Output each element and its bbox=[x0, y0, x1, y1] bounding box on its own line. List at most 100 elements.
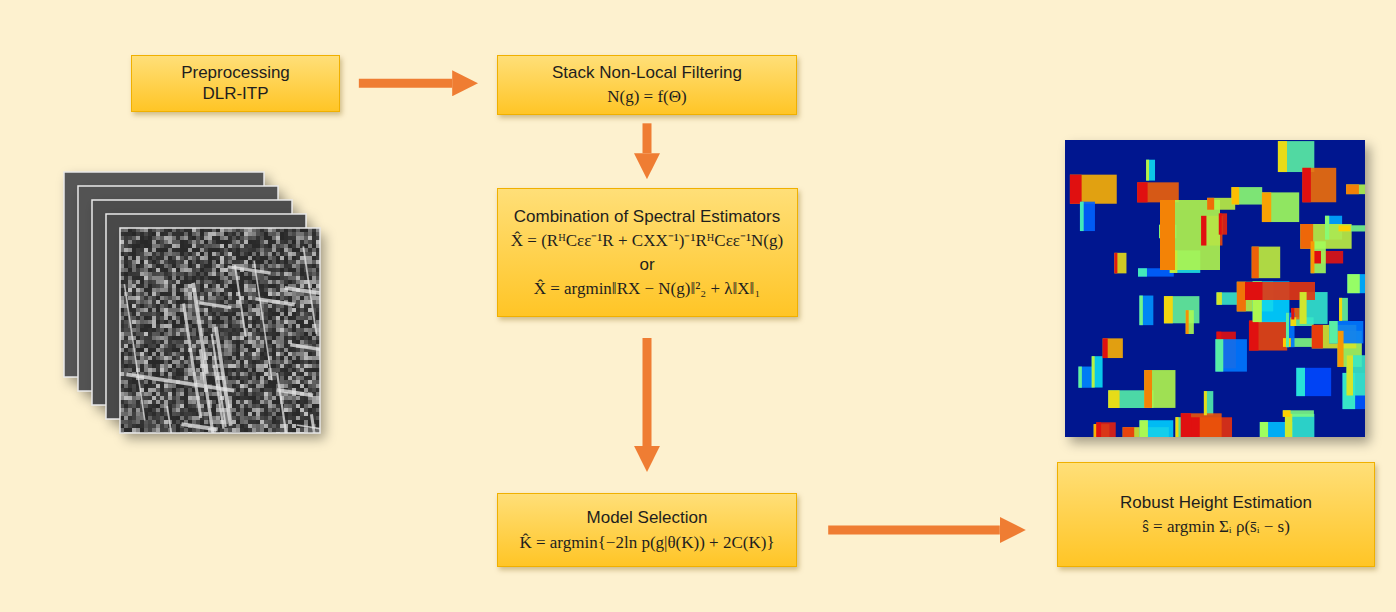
sar-pixel bbox=[220, 272, 224, 276]
sar-pixel bbox=[164, 384, 168, 388]
sar-pixel bbox=[176, 360, 180, 364]
sar-pixel bbox=[264, 276, 268, 280]
sar-pixel bbox=[156, 316, 160, 320]
sar-pixel bbox=[240, 328, 244, 332]
sar-pixel bbox=[184, 408, 188, 412]
sar-pixel bbox=[132, 412, 136, 416]
sar-pixel bbox=[228, 372, 232, 376]
sar-pixel bbox=[220, 320, 224, 324]
sar-pixel bbox=[172, 288, 176, 292]
sar-pixel bbox=[152, 332, 156, 336]
sar-pixel bbox=[164, 248, 168, 252]
sar-pixel bbox=[136, 284, 140, 288]
sar-pixel bbox=[244, 400, 248, 404]
sar-pixel bbox=[152, 280, 156, 284]
sar-pixel bbox=[140, 424, 144, 428]
sar-pixel bbox=[260, 292, 264, 296]
sar-pixel bbox=[168, 284, 172, 288]
sar-pixel bbox=[272, 256, 276, 260]
sar-pixel bbox=[272, 280, 276, 284]
sar-pixel bbox=[212, 400, 216, 404]
sar-pixel bbox=[248, 316, 252, 320]
sar-pixel bbox=[180, 276, 184, 280]
sar-pixel bbox=[192, 412, 196, 416]
sar-pixel bbox=[240, 424, 244, 428]
sar-pixel bbox=[216, 244, 220, 248]
sar-pixel bbox=[152, 232, 156, 236]
sar-pixel bbox=[220, 264, 224, 268]
sar-pixel bbox=[264, 240, 268, 244]
sar-pixel bbox=[172, 296, 176, 300]
sar-pixel bbox=[160, 372, 164, 376]
sar-pixel bbox=[152, 400, 156, 404]
sar-pixel bbox=[264, 404, 268, 408]
sar-pixel bbox=[168, 404, 172, 408]
sar-pixel bbox=[168, 352, 172, 356]
sar-pixel bbox=[216, 232, 220, 236]
sar-pixel bbox=[268, 276, 272, 280]
sar-pixel bbox=[184, 260, 188, 264]
sar-pixel bbox=[264, 368, 268, 372]
sar-pixel bbox=[216, 236, 220, 240]
sar-pixel bbox=[228, 320, 232, 324]
sar-pixel bbox=[136, 252, 140, 256]
sar-pixel bbox=[140, 364, 144, 368]
sar-pixel bbox=[268, 264, 272, 268]
sar-pixel bbox=[124, 344, 128, 348]
sar-pixel bbox=[124, 412, 128, 416]
sar-pixel bbox=[220, 292, 224, 296]
sar-pixel bbox=[268, 304, 272, 308]
sar-pixel bbox=[200, 268, 204, 272]
sar-pixel bbox=[188, 256, 192, 260]
sar-pixel bbox=[152, 388, 156, 392]
sar-pixel bbox=[264, 396, 268, 400]
sar-pixel bbox=[148, 360, 152, 364]
sar-pixel bbox=[128, 244, 132, 248]
sar-pixel bbox=[168, 312, 172, 316]
sar-pixel bbox=[164, 264, 168, 268]
sar-pixel bbox=[244, 340, 248, 344]
sar-pixel bbox=[224, 368, 228, 372]
sar-pixel bbox=[188, 292, 192, 296]
sar-pixel bbox=[124, 272, 128, 276]
sar-pixel bbox=[180, 312, 184, 316]
sar-pixel bbox=[264, 284, 268, 288]
sar-pixel bbox=[192, 340, 196, 344]
sar-pixel bbox=[192, 348, 196, 352]
sar-pixel bbox=[196, 344, 200, 348]
sar-pixel bbox=[236, 388, 240, 392]
sar-pixel bbox=[160, 344, 164, 348]
sar-pixel bbox=[168, 268, 172, 272]
sar-pixel bbox=[236, 304, 240, 308]
sar-pixel bbox=[128, 368, 132, 372]
sar-pixel bbox=[176, 316, 180, 320]
sar-pixel bbox=[160, 304, 164, 308]
sar-pixel bbox=[188, 268, 192, 272]
sar-pixel bbox=[252, 392, 256, 396]
sar-pixel bbox=[248, 364, 252, 368]
sar-pixel bbox=[176, 252, 180, 256]
sar-pixel bbox=[208, 256, 212, 260]
sar-pixel bbox=[244, 276, 248, 280]
sar-pixel bbox=[204, 296, 208, 300]
sar-pixel bbox=[184, 388, 188, 392]
sar-pixel bbox=[200, 276, 204, 280]
sar-pixel bbox=[268, 404, 272, 408]
sar-pixel bbox=[184, 244, 188, 248]
sar-pixel bbox=[160, 416, 164, 420]
sar-pixel bbox=[168, 356, 172, 360]
sar-pixel bbox=[236, 308, 240, 312]
sar-pixel bbox=[152, 320, 156, 324]
sar-pixel bbox=[132, 320, 136, 324]
sar-pixel bbox=[264, 424, 268, 428]
sar-pixel bbox=[144, 260, 148, 264]
sar-pixel bbox=[128, 268, 132, 272]
sar-pixel bbox=[256, 368, 260, 372]
sar-pixel bbox=[176, 412, 180, 416]
sar-pixel bbox=[224, 244, 228, 248]
sar-pixel bbox=[188, 272, 192, 276]
sar-pixel bbox=[252, 360, 256, 364]
sar-pixel bbox=[192, 244, 196, 248]
sar-pixel bbox=[192, 344, 196, 348]
sar-pixel bbox=[252, 368, 256, 372]
